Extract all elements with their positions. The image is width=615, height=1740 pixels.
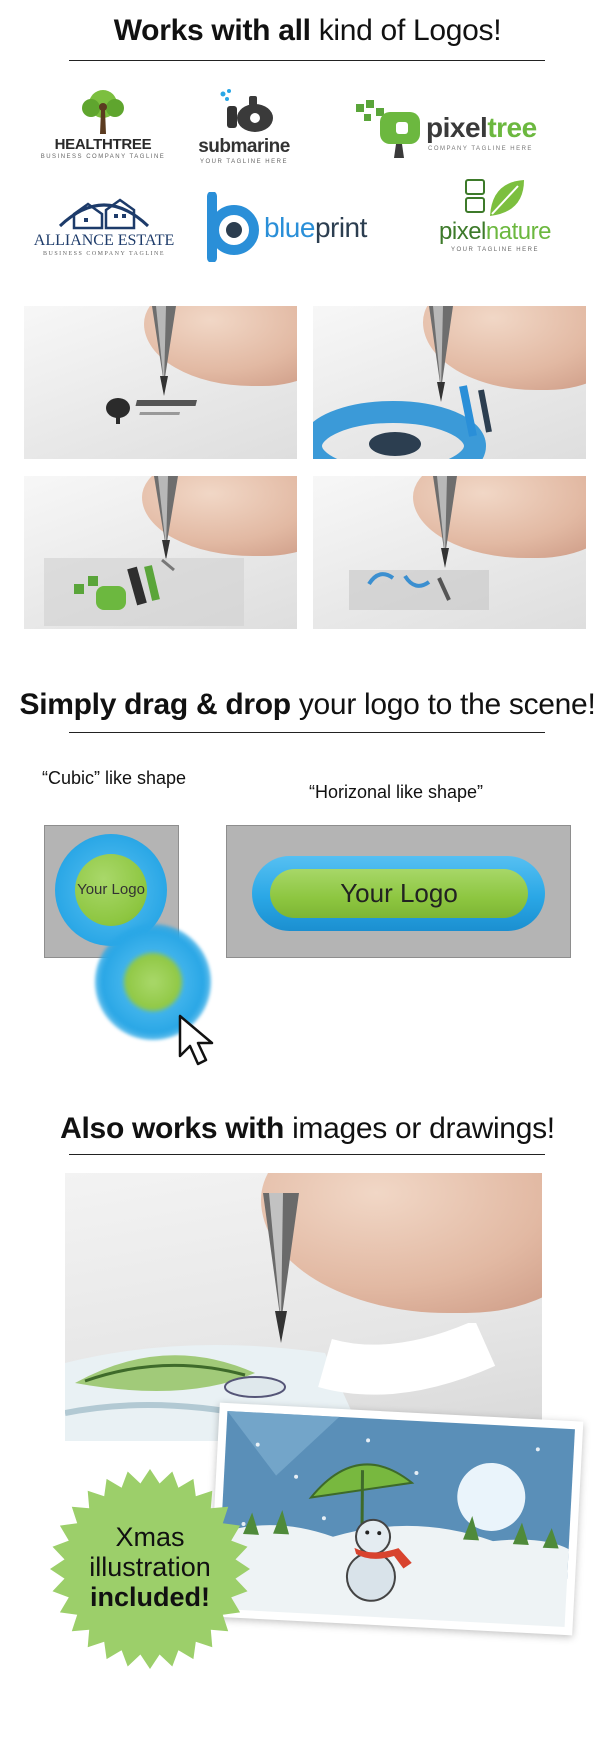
horizontal-shape-label: “Horizonal like shape” [308,782,484,802]
logo-tagline: BUSINESS COMPANY TAGLINE [40,154,166,160]
submarine-icon [220,89,273,132]
logo-name: ALLIANCE ESTATE [33,232,175,249]
logo-tagline: BUSINESS COMPANY TAGLINE [43,251,165,257]
leaf-icon [465,179,524,216]
logo-healthtree: HEALTHTREE BUSINESS COMPANY TAGLINE [41,88,164,160]
xmas-illustration [208,1402,584,1636]
divider [69,732,545,733]
mockup-photo-pixelnature [313,476,586,629]
logo-name: HEALTHTREE [54,136,152,153]
printed-logo [106,398,198,424]
pen-icon [429,306,453,402]
mockup-photo-blueprint [313,306,586,459]
house-icon [58,198,150,230]
logo-tagline: YOUR TAGLINE HERE [200,159,288,165]
mockup-photo-healthtree [24,306,297,459]
mockup-photo-drawing [65,1173,542,1441]
logo-alliance-estate: ALLIANCE ESTATE BUSINESS COMPANY TAGLINE [34,192,174,257]
printed-logo [44,558,244,626]
mockup-photo-pixeltree [24,476,297,629]
pen-icon [152,306,176,396]
logo-blueprint: blueprint [206,192,396,262]
cubic-placeholder: Your Logo [75,854,147,926]
logo-name: pixeltree [426,112,537,143]
snowman-illustration [217,1411,575,1627]
logo-tagline: COMPANY TAGLINE HERE [428,146,533,152]
horizontal-placeholder: Your Logo [270,869,528,918]
badge-line-3: included! [90,1582,210,1612]
logo-name: pixelnature [439,218,551,245]
section-title-images: Also works with images or drawings! [60,1112,555,1145]
cursor-icon [178,1014,214,1066]
badge-line-2: illustration [89,1552,211,1582]
logo-submarine: submarine YOUR TAGLINE HERE [186,88,302,165]
section-title-drag-drop: Simply drag & drop your logo to the scen… [19,688,596,721]
dragged-logo-inner [124,953,182,1011]
tree-icon [82,90,124,134]
divider [69,1154,545,1155]
pen-icon [263,1193,299,1343]
cubic-shape-label: “Cubic” like shape [41,768,187,788]
starburst-badge-icon [50,1469,250,1669]
logo-name: blueprint [264,212,367,243]
logo-tagline: YOUR TAGLINE HERE [451,247,539,253]
logo-pixeltree: pixeltree COMPANY TAGLINE HERE [356,100,566,162]
printed-drawing [65,1323,496,1441]
pen-icon [154,476,178,560]
blueprint-p-icon [207,192,259,262]
pen-icon [433,476,457,568]
logo-pixelnature: pixelnature YOUR TAGLINE HERE [430,176,560,253]
printed-logo [349,570,489,610]
logo-name: submarine [198,136,290,157]
badge-line-1: Xmas [115,1522,185,1552]
printed-logo [313,385,492,459]
xmas-badge: Xmas illustration included! [60,1522,240,1612]
divider [69,60,545,61]
section-title-logos: Works with all kind of Logos! [113,14,502,47]
pixel-tree-icon [356,100,420,158]
